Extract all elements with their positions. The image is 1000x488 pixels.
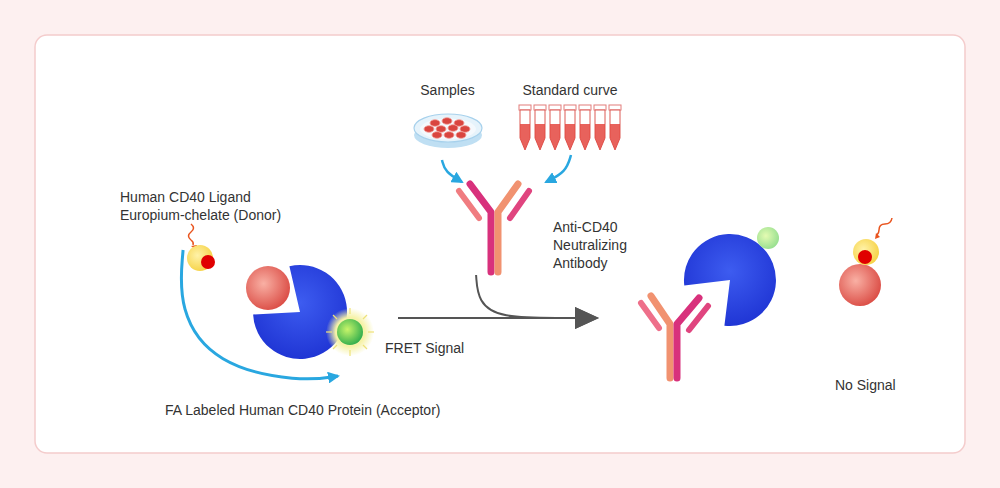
light-chain: [641, 303, 659, 328]
excitation-squiggle: [189, 224, 194, 245]
node-label: Standard curve: [508, 81, 632, 99]
ray: [363, 315, 367, 319]
flow-arrow: [476, 275, 597, 318]
ray: [326, 331, 332, 332]
tube: [549, 105, 561, 150]
fret-complex: FRET Signal: [255, 262, 398, 358]
antibody-node: Anti-CD40 Neutralizing Antibody: [455, 182, 625, 275]
cd40-protein: [684, 234, 776, 326]
flow-arrow: [442, 160, 462, 182]
heavy-chain: [498, 184, 518, 272]
card: [35, 35, 965, 453]
tube: [594, 105, 606, 150]
ray: [368, 331, 374, 332]
light-chain: [510, 191, 529, 218]
ray: [363, 345, 367, 349]
cell: [424, 126, 434, 133]
squiggle-head: [875, 233, 880, 239]
tube: [534, 105, 546, 150]
ray: [349, 350, 350, 356]
tube: [564, 105, 576, 150]
cell: [436, 126, 446, 133]
flow-arrow: [546, 155, 571, 182]
fret-glow: [326, 308, 374, 356]
cell: [460, 126, 470, 133]
standard-group: Standard curve: [508, 78, 632, 155]
cell: [432, 132, 442, 139]
node-label: No Signal: [835, 376, 896, 394]
node-label: FRET Signal: [385, 339, 464, 357]
result-group: No Signal: [597, 220, 915, 405]
dish-inner: [420, 119, 476, 140]
flow-arrow: [181, 250, 338, 379]
cell: [448, 125, 458, 132]
acceptor-label: FA Labeled Human CD40 Protein (Acceptor): [160, 376, 475, 425]
dish-rim: [414, 114, 482, 142]
light-chain: [689, 306, 708, 330]
europium-core: [858, 250, 872, 264]
acceptor-dark: [757, 227, 779, 249]
cell: [456, 132, 466, 139]
antibody-symbol: [641, 296, 708, 378]
tube: [519, 105, 531, 150]
node-label: Anti-CD40 Neutralizing Antibody: [553, 218, 638, 272]
antibody-symbol: [459, 184, 529, 272]
heavy-chain: [651, 296, 670, 378]
node-label: FA Labeled Human CD40 Protein (Acceptor): [165, 401, 440, 419]
tube: [609, 105, 621, 150]
cd40-ligand: [246, 266, 290, 310]
standard-tubes: [519, 105, 621, 150]
cell: [444, 132, 454, 139]
heavy-chain: [470, 184, 491, 272]
node-label: Samples: [405, 81, 490, 99]
light-chain: [459, 191, 479, 218]
ray: [349, 308, 350, 314]
tube: [579, 105, 591, 150]
cd40-ligand: [839, 264, 881, 306]
flow-arrow: [398, 317, 597, 319]
ray: [333, 345, 337, 349]
cell: [430, 120, 440, 127]
europium-chelate: [853, 239, 879, 265]
sample-group: Samples: [405, 78, 490, 160]
petri-dish: [414, 114, 482, 148]
donor-label: Human CD40 Ligand Europium-chelate (Dono…: [115, 186, 300, 250]
ray: [333, 315, 337, 319]
glow-rays: [326, 308, 374, 356]
cell: [442, 118, 452, 125]
excitation-squiggle: [877, 218, 892, 235]
europium-core: [201, 255, 215, 269]
node-label: Human CD40 Ligand Europium-chelate (Dono…: [120, 188, 300, 224]
fluorescent-acceptor: [337, 319, 363, 345]
heavy-chain: [677, 298, 699, 378]
